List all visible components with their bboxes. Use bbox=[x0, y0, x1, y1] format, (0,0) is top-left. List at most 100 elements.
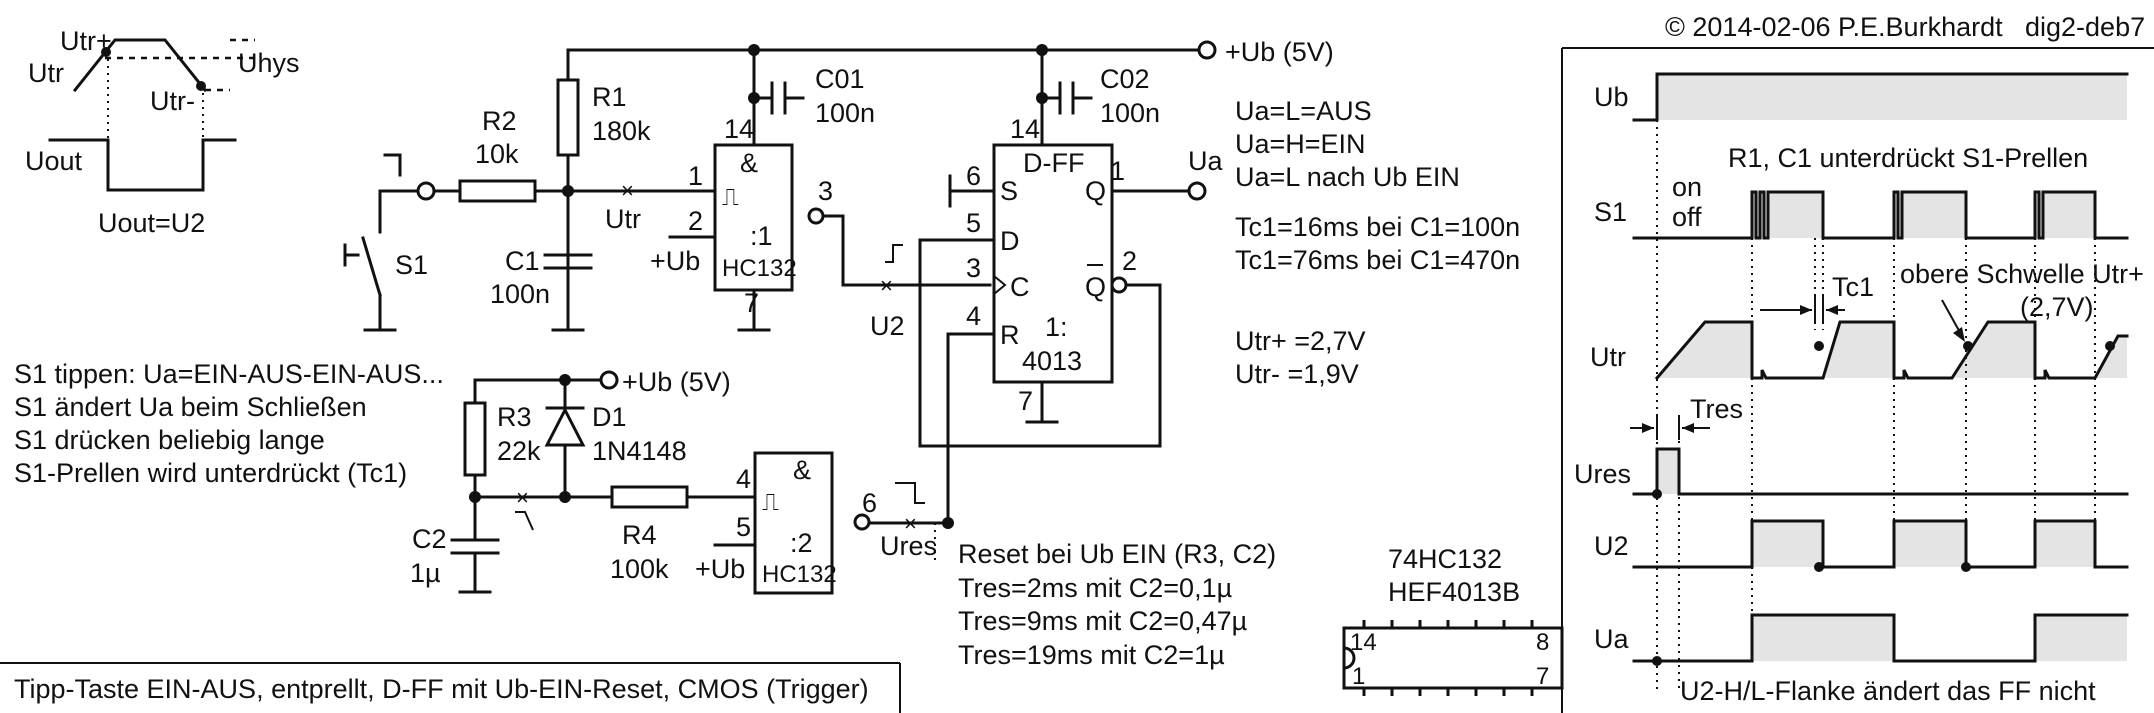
c01-value: 100n bbox=[815, 98, 875, 128]
gate-1-schmitt: ⎍ bbox=[722, 184, 739, 211]
note-reset-2: Tres=9ms mit C2=0,47µ bbox=[958, 606, 1247, 636]
c2-mark: × bbox=[516, 485, 529, 510]
timing-title: R1, C1 unterdrückt S1-Prellen bbox=[1728, 143, 2088, 173]
note-usage-2: S1 drücken beliebig lange bbox=[14, 425, 325, 455]
chip-line-1: 74HC132 bbox=[1388, 544, 1502, 574]
note-tc-1: Tc1=76ms bei C1=470n bbox=[1235, 245, 1520, 275]
hyst-utr: Utr bbox=[28, 58, 64, 88]
gate-1-type: HC132 bbox=[722, 255, 797, 282]
ub-top-label: +Ub (5V) bbox=[1225, 37, 1334, 67]
timing-off: off bbox=[1672, 202, 1702, 232]
caption: Tipp-Taste EIN-AUS, entprellt, D-FF mit … bbox=[14, 674, 869, 704]
ff-type: 4013 bbox=[1022, 346, 1082, 376]
chip-pin-14: 14 bbox=[1350, 629, 1377, 656]
s1-label: S1 bbox=[395, 250, 428, 280]
gate-2-symbol: & bbox=[793, 455, 811, 485]
gate-2-pin-5: 5 bbox=[736, 512, 751, 542]
d1-name: D1 bbox=[592, 402, 627, 432]
gate-1-symbol: & bbox=[740, 148, 758, 178]
ff-id: 1: bbox=[1045, 312, 1068, 342]
c2-name: C2 bbox=[412, 524, 447, 554]
gate-1-pin-1: 1 bbox=[688, 161, 703, 191]
ff-pin-5: 5 bbox=[966, 208, 981, 238]
utr-mark: × bbox=[621, 178, 634, 203]
doc-id: dig2-deb7 bbox=[2025, 12, 2145, 42]
note-utr-0: Utr+ =2,7V bbox=[1235, 326, 1366, 356]
note-state-0: Ua=L=AUS bbox=[1235, 96, 1372, 126]
hyst-utr-minus: Utr- bbox=[150, 86, 195, 116]
utr-node: Utr bbox=[605, 204, 641, 234]
timing-tres: Tres bbox=[1690, 394, 1743, 424]
timing-label-ures: Ures bbox=[1574, 459, 1631, 489]
note-state-2: Ua=L nach Ub EIN bbox=[1235, 162, 1460, 192]
ff-pin-6: 6 bbox=[966, 161, 981, 191]
note-usage-0: S1 tippen: Ua=EIN-AUS-EIN-AUS... bbox=[14, 359, 444, 389]
reset-circuit: +Ub (5V) R3 22k D1 1N4148 × C2 1µ R4 100… bbox=[410, 367, 954, 595]
ff-pin-r: R bbox=[1000, 320, 1020, 350]
note-usage-3: S1-Prellen wird unterdrückt (Tc1) bbox=[14, 458, 407, 488]
timing-threshold-value: (2,7V) bbox=[2020, 292, 2094, 322]
r1-resistor bbox=[556, 78, 580, 157]
gate-2-type: HC132 bbox=[762, 561, 837, 588]
gate-2-name: :2 bbox=[790, 528, 813, 558]
note-reset-3: Tres=19ms mit C2=1µ bbox=[958, 640, 1225, 670]
gate-1-name: :1 bbox=[750, 221, 773, 251]
gate-2-ub: +Ub bbox=[695, 554, 745, 584]
gate-1-pin-3: 3 bbox=[818, 176, 833, 206]
ures-node: Ures bbox=[880, 531, 937, 561]
d-flipflop bbox=[992, 143, 1114, 384]
ua-node: Ua bbox=[1188, 146, 1223, 176]
ff-pin-s: S bbox=[1000, 176, 1018, 206]
note-utr-1: Utr- =1,9V bbox=[1235, 359, 1359, 389]
chip-line-2: HEF4013B bbox=[1388, 577, 1520, 607]
r4-value: 100k bbox=[610, 554, 669, 584]
debounce-circuit: +Ub (5V) R1 180k C1 100n R2 10k S1 Utr bbox=[343, 37, 1334, 525]
note-reset-0: Reset bei Ub EIN (R3, C2) bbox=[958, 539, 1276, 569]
gate-2-pin-4: 4 bbox=[736, 464, 751, 494]
hyst-uout: Uout bbox=[25, 146, 83, 176]
timing-label-ua: Ua bbox=[1594, 624, 1629, 654]
hysteresis-inset: Utr+ Utr Utr- Uhys Uout Uout=U2 bbox=[25, 26, 300, 238]
copyright: © 2014-02-06 P.E.Burkhardt bbox=[1665, 12, 2003, 42]
c01-name: C01 bbox=[815, 64, 865, 94]
gate-1-pin-2: 2 bbox=[688, 206, 703, 236]
d1-value: 1N4148 bbox=[592, 436, 687, 466]
note-tc-0: Tc1=16ms bei C1=100n bbox=[1235, 212, 1520, 242]
timing-diagram: Tc1 obere Schwelle Utr+ (2,7V) Tres Ub S… bbox=[1561, 47, 2154, 713]
timing-label-utr: Utr bbox=[1590, 342, 1626, 372]
ff-pin-7: 7 bbox=[1018, 386, 1033, 416]
note-state-1: Ua=H=EIN bbox=[1235, 129, 1366, 159]
ures-mark: × bbox=[904, 511, 917, 536]
c1-name: C1 bbox=[505, 246, 540, 276]
r3-value: 22k bbox=[497, 436, 541, 466]
ff-pin-c: C bbox=[1010, 272, 1030, 302]
chip-pin-7: 7 bbox=[1536, 663, 1549, 690]
note-usage-1: S1 ändert Ua beim Schließen bbox=[14, 392, 367, 422]
gate-1-pin-14: 14 bbox=[724, 114, 754, 144]
r4-resistor bbox=[610, 485, 689, 509]
gate-2-pin-6: 6 bbox=[862, 488, 877, 518]
r2-resistor bbox=[458, 179, 537, 203]
timing-label-u2: U2 bbox=[1594, 531, 1629, 561]
c1-value: 100n bbox=[490, 279, 550, 309]
gate-1-pin-7: 7 bbox=[744, 288, 759, 318]
u2-mark: × bbox=[880, 273, 893, 298]
r4-name: R4 bbox=[622, 520, 657, 550]
ff-pin-2: 2 bbox=[1122, 246, 1137, 276]
ff-pin-14: 14 bbox=[1010, 114, 1040, 144]
r3-resistor bbox=[463, 401, 487, 477]
note-reset-1: Tres=2ms mit C2=0,1µ bbox=[958, 573, 1232, 603]
timing-on: on bbox=[1672, 172, 1702, 202]
timing-label-ub: Ub bbox=[1594, 82, 1629, 112]
c02-value: 100n bbox=[1100, 98, 1160, 128]
r3-name: R3 bbox=[497, 402, 532, 432]
ff-pin-4: 4 bbox=[966, 301, 981, 331]
notes: Ua=L=AUS Ua=H=EIN Ua=L nach Ub EIN Tc1=1… bbox=[14, 96, 1520, 670]
r1-value: 180k bbox=[592, 116, 651, 146]
hyst-utr-plus: Utr+ bbox=[60, 26, 112, 56]
gate-2-schmitt: ⎍ bbox=[762, 489, 779, 516]
c02-name: C02 bbox=[1100, 64, 1150, 94]
gate-1-ub: +Ub bbox=[650, 246, 700, 276]
hyst-uout-eq: Uout=U2 bbox=[98, 208, 205, 238]
